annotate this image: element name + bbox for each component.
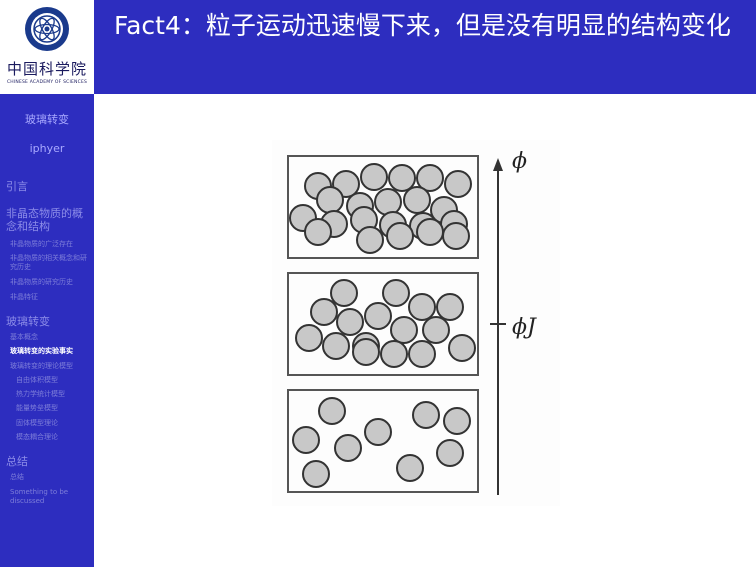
particle bbox=[390, 316, 418, 344]
particle-diagram: ϕ ϕJ bbox=[287, 149, 537, 495]
cas-emblem-icon bbox=[25, 7, 69, 51]
jamming-figure: ϕ ϕJ bbox=[272, 140, 560, 506]
particle bbox=[443, 407, 471, 435]
nav-item[interactable]: 非晶物质的广泛存在 bbox=[10, 240, 73, 248]
particle bbox=[364, 418, 392, 446]
particle bbox=[356, 226, 384, 254]
particles bbox=[289, 163, 476, 488]
particle bbox=[295, 324, 323, 352]
nav-subitem[interactable]: 自由体积模型 bbox=[16, 376, 58, 384]
phi-label: ϕ bbox=[512, 149, 527, 174]
nav-subitem[interactable]: 模态耦合理论 bbox=[16, 433, 58, 441]
nav-section-amorphous[interactable]: 非晶态物质的概念和结构 bbox=[6, 207, 83, 233]
logo-text-english: CHINESE ACADEMY OF SCIENCES bbox=[6, 80, 88, 85]
particle bbox=[408, 293, 436, 321]
nav-section-glass-transition[interactable]: 玻璃转变 bbox=[6, 315, 50, 328]
nav-author[interactable]: iphyer bbox=[29, 142, 65, 155]
particle bbox=[322, 332, 350, 360]
particle bbox=[444, 170, 472, 198]
particle bbox=[364, 302, 392, 330]
phi-j-label: ϕJ bbox=[512, 315, 537, 340]
nav-item[interactable]: 基本概念 bbox=[10, 333, 38, 341]
slide-header: Fact4：粒子运动迅速慢下来，但是没有明显的结构变化 bbox=[94, 0, 756, 94]
particle bbox=[292, 426, 320, 454]
particle bbox=[382, 279, 410, 307]
particle bbox=[330, 279, 358, 307]
particle bbox=[436, 293, 464, 321]
particle bbox=[318, 397, 346, 425]
jammed-box bbox=[287, 272, 479, 376]
nav-item[interactable]: 非晶物质的研究历史 bbox=[10, 278, 73, 286]
particle bbox=[408, 340, 436, 368]
slide-title: Fact4：粒子运动迅速慢下来，但是没有明显的结构变化 bbox=[114, 11, 731, 40]
nav-item[interactable]: 非晶特征 bbox=[10, 293, 38, 301]
particle bbox=[336, 308, 364, 336]
nav-item[interactable]: Something to be discussed bbox=[10, 488, 69, 505]
particle bbox=[416, 218, 444, 246]
particle bbox=[380, 340, 408, 368]
particle bbox=[310, 298, 338, 326]
particle bbox=[422, 316, 450, 344]
particle bbox=[388, 164, 416, 192]
particle bbox=[416, 164, 444, 192]
particle bbox=[448, 334, 476, 362]
dense-box bbox=[287, 155, 479, 259]
nav-section-summary[interactable]: 总结 bbox=[6, 455, 28, 468]
nav-item[interactable]: 总结 bbox=[10, 473, 24, 481]
particle bbox=[316, 186, 344, 214]
particle bbox=[360, 163, 388, 191]
nav-item[interactable]: 非晶物质的相关概念和研究历史 bbox=[10, 254, 87, 271]
particle bbox=[396, 454, 424, 482]
logo: 中国科学院 CHINESE ACADEMY OF SCIENCES bbox=[0, 0, 94, 94]
nav-item-active[interactable]: 玻璃转变的实验事实 bbox=[10, 347, 73, 355]
particle bbox=[403, 186, 431, 214]
particle bbox=[436, 439, 464, 467]
nav-item[interactable]: 玻璃转变的理论模型 bbox=[10, 362, 73, 370]
particle bbox=[412, 401, 440, 429]
sidebar: 中国科学院 CHINESE ACADEMY OF SCIENCES 玻璃转变 i… bbox=[0, 0, 94, 567]
particle bbox=[304, 218, 332, 246]
particle bbox=[374, 188, 402, 216]
phi-axis-arrowhead bbox=[493, 158, 503, 171]
particle bbox=[302, 460, 330, 488]
particle bbox=[334, 434, 362, 462]
nav-subitem[interactable]: 能量势垒模型 bbox=[16, 404, 58, 412]
nav-presentation-title[interactable]: 玻璃转变 bbox=[25, 113, 69, 126]
nav-subitem[interactable]: 固体模型理论 bbox=[16, 419, 58, 427]
particle bbox=[352, 338, 380, 366]
particle bbox=[386, 222, 414, 250]
particle bbox=[442, 222, 470, 250]
logo-text-chinese: 中国科学院 bbox=[6, 60, 87, 78]
nav-subitem[interactable]: 热力学统计模型 bbox=[16, 390, 65, 398]
nav-section-intro[interactable]: 引言 bbox=[6, 180, 28, 193]
dilute-box bbox=[287, 389, 479, 493]
